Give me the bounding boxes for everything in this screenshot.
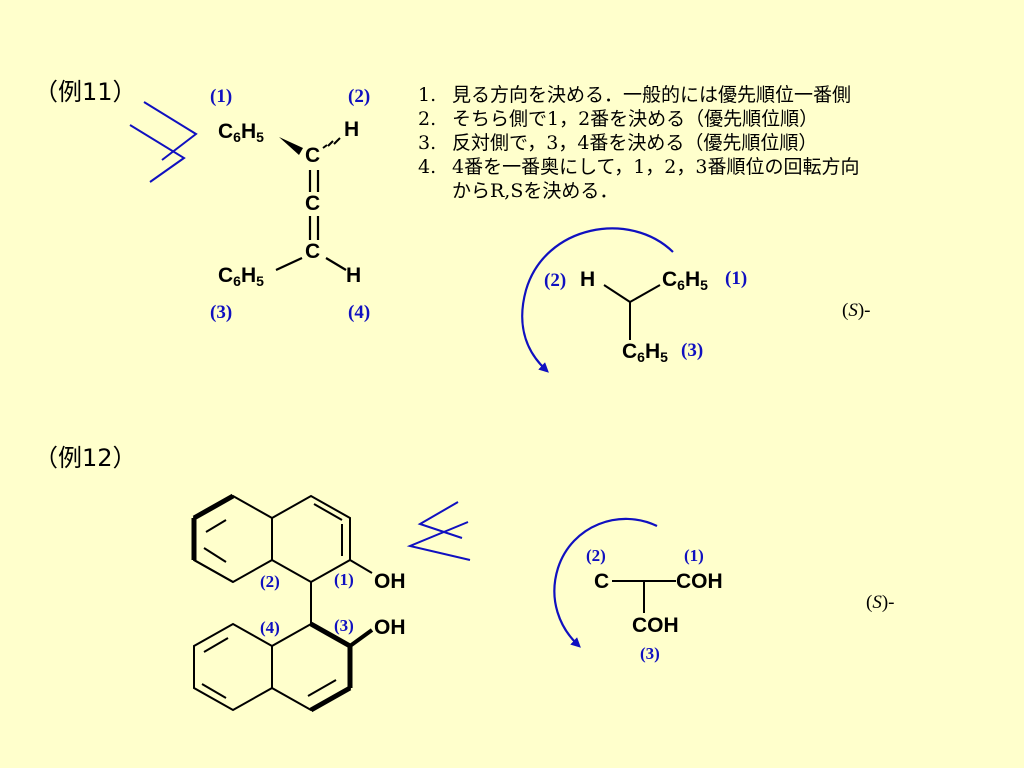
allene-carbon-bottom: C — [305, 240, 321, 263]
projection12-label-2: (2) — [586, 546, 606, 565]
allene-priority-4: (4) — [348, 302, 371, 323]
step-2-number: 2. — [418, 108, 437, 130]
configuration-ex12: (S)- — [866, 592, 895, 613]
step-4-text: 4番を一番奥にして，1，2，3番順位の回転方向 — [452, 156, 860, 178]
projection12-label-3: (3) — [640, 644, 660, 663]
projection11-label-2: (2) — [544, 270, 567, 291]
step-4: 4. 4番を一番奥にして，1，2，3番順位の回転方向 — [418, 155, 859, 179]
rotation-arrow-ex12 — [553, 517, 658, 648]
rotation-arrow-ex11 — [521, 227, 674, 373]
step-2: 2. そちら側で1，2番を決める（優先順位順） — [418, 107, 859, 131]
step-1-number: 1. — [418, 84, 437, 106]
step-1: 1. 見る方向を決める．一般的には優先順位一番側 — [418, 83, 859, 107]
allene-priority-3: (3) — [210, 302, 233, 323]
projection11-phenyl-right: C6H5 — [662, 268, 708, 293]
projection11-label-1: (1) — [725, 268, 748, 289]
allene-phenyl-top: C6H5 — [218, 120, 264, 145]
allene-carbon-top: C — [305, 144, 321, 167]
projection11-label-3: (3) — [681, 340, 704, 361]
allene-h-top: H — [344, 118, 360, 141]
projection11-phenyl-bottom: C6H5 — [622, 340, 668, 365]
view-direction-arrow-ex12 — [406, 501, 471, 561]
projection11-h: H — [580, 268, 596, 291]
allene-priority-1: (1) — [210, 86, 233, 107]
binol-label-4: (4) — [260, 618, 280, 637]
binol-label-3: (3) — [334, 616, 354, 635]
allene-bonds — [275, 137, 347, 271]
binol-oh-lower: OH — [374, 616, 406, 639]
configuration-ex11: (S)- — [842, 300, 871, 321]
procedure-steps: 1. 見る方向を決める．一般的には優先順位一番側 2. そちら側で1，2番を決め… — [418, 83, 859, 203]
step-3-number: 3. — [418, 132, 437, 154]
projection-bonds-ex12 — [612, 580, 676, 613]
projection12-coh-right: COH — [676, 570, 723, 593]
projection12-label-1: (1) — [684, 546, 704, 565]
binol-label-2: (2) — [260, 572, 280, 591]
step-2-text: そちら側で1，2番を決める（優先順位順） — [452, 108, 819, 130]
example12-title: （例12） — [34, 444, 137, 472]
binol-oh-upper: OH — [374, 570, 406, 593]
binol-label-1: (1) — [334, 570, 354, 589]
step-3: 3. 反対側で，3，4番を決める（優先順位順） — [418, 131, 859, 155]
example11-title: （例11） — [34, 78, 137, 106]
allene-h-bottom: H — [346, 264, 362, 287]
step-3-text: 反対側で，3，4番を決める（優先順位順） — [452, 132, 818, 154]
step-1-text: 見る方向を決める．一般的には優先順位一番側 — [452, 84, 852, 106]
allene-phenyl-bottom: C6H5 — [218, 264, 264, 289]
step-4-continued-text: からR,Sを決める． — [452, 180, 619, 202]
view-direction-arrow-ex11 — [129, 101, 198, 183]
step-4-continued: からR,Sを決める． — [418, 179, 859, 203]
projection-bonds-ex11 — [603, 284, 661, 340]
allene-priority-2: (2) — [348, 86, 371, 107]
projection12-coh-bottom: COH — [632, 614, 679, 637]
binol-bonds — [191, 493, 374, 713]
projection12-carbon: C — [594, 570, 610, 593]
allene-carbon-middle: C — [305, 192, 321, 215]
step-4-number: 4. — [418, 156, 437, 178]
step-5-number — [418, 179, 452, 203]
